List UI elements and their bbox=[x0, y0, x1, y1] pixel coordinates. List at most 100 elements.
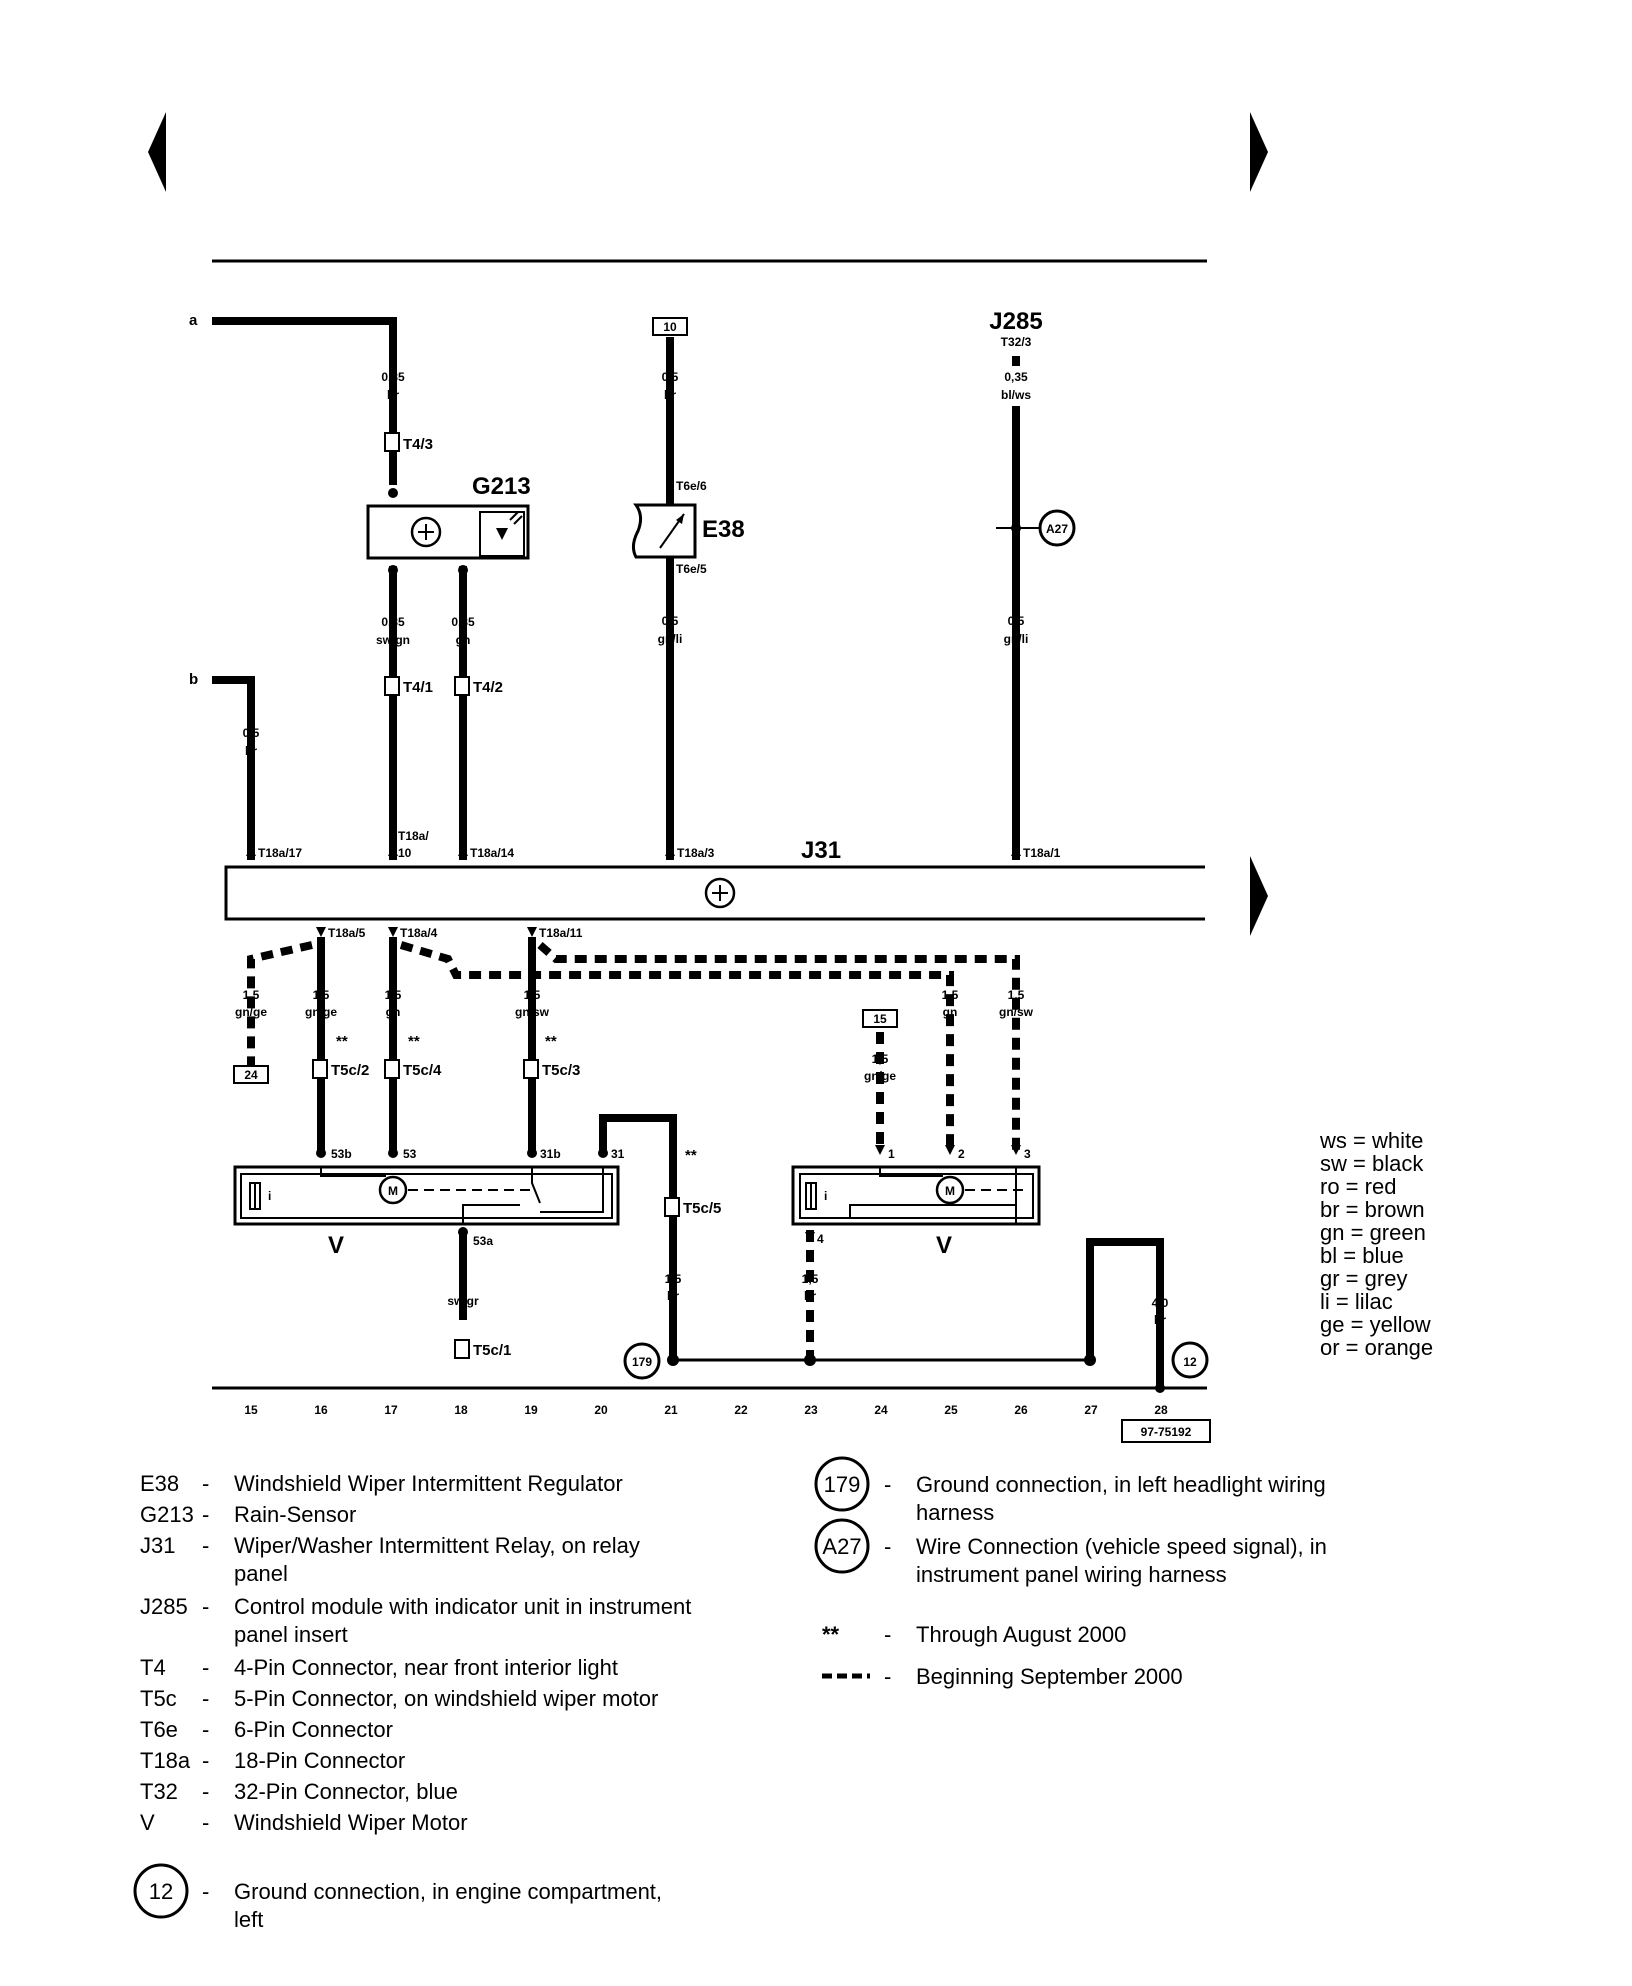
label-motor-left: V bbox=[328, 1232, 344, 1259]
motor-icon-right bbox=[935, 1175, 965, 1205]
svg-text:3: 3 bbox=[1024, 1147, 1031, 1161]
svg-text:1,5: 1,5 bbox=[802, 1272, 819, 1286]
svg-text:-: - bbox=[202, 1533, 209, 1558]
svg-text:15: 15 bbox=[873, 1012, 887, 1026]
svg-text:24: 24 bbox=[874, 1403, 888, 1417]
svg-text:instrument panel wiring harnes: instrument panel wiring harness bbox=[916, 1562, 1227, 1587]
svg-text:T18a/11: T18a/11 bbox=[539, 926, 583, 940]
component-legend-left: E38 - Windshield Wiper Intermittent Regu… bbox=[133, 1471, 691, 1932]
svg-text:sw = black: sw = black bbox=[1320, 1151, 1424, 1176]
svg-text:Through August 2000: Through August 2000 bbox=[916, 1622, 1126, 1647]
svg-text:br: br bbox=[804, 1289, 816, 1303]
prev-page-arrow[interactable] bbox=[148, 112, 166, 192]
svg-text:Wire Connection (vehicle speed: Wire Connection (vehicle speed signal), … bbox=[916, 1534, 1327, 1559]
wire-31-ground bbox=[599, 1114, 677, 1360]
svg-text:-: - bbox=[202, 1810, 209, 1835]
svg-text:-: - bbox=[202, 1717, 209, 1742]
svg-text:T18a/1: T18a/1 bbox=[1023, 846, 1061, 860]
svg-text:**: ** bbox=[685, 1147, 697, 1164]
svg-text:J285: J285 bbox=[140, 1594, 188, 1619]
svg-text:T5c/1: T5c/1 bbox=[473, 1342, 511, 1359]
svg-text:Ground connection, in left hea: Ground connection, in left headlight wir… bbox=[916, 1472, 1326, 1497]
svg-text:-: - bbox=[202, 1471, 209, 1496]
svg-text:25: 25 bbox=[944, 1403, 958, 1417]
label-J31: J31 bbox=[801, 837, 841, 864]
svg-text:24: 24 bbox=[244, 1068, 258, 1082]
svg-text:-: - bbox=[202, 1879, 209, 1904]
svg-text:T18a/: T18a/ bbox=[398, 829, 429, 843]
svg-text:0,35: 0,35 bbox=[451, 615, 475, 629]
svg-text:ge = yellow: ge = yellow bbox=[1320, 1312, 1431, 1337]
svg-text:32-Pin Connector, blue: 32-Pin Connector, blue bbox=[234, 1779, 458, 1804]
svg-text:31b: 31b bbox=[540, 1147, 561, 1161]
svg-text:179: 179 bbox=[632, 1355, 652, 1369]
label-motor-right: V bbox=[936, 1232, 952, 1259]
svg-text:br: br bbox=[667, 1289, 679, 1303]
svg-text:gn/ge: gn/ge bbox=[235, 1005, 267, 1019]
svg-text:T5c/5: T5c/5 bbox=[683, 1200, 721, 1217]
svg-text:28: 28 bbox=[1154, 1403, 1168, 1417]
svg-text:4-Pin Connector, near front in: 4-Pin Connector, near front interior lig… bbox=[234, 1655, 618, 1680]
svg-text:17: 17 bbox=[384, 1403, 398, 1417]
motor-icon bbox=[378, 1175, 408, 1205]
next-page-arrow-top[interactable] bbox=[1250, 112, 1268, 192]
svg-text:T4: T4 bbox=[140, 1655, 166, 1680]
svg-text:ws = white: ws = white bbox=[1319, 1128, 1423, 1153]
dashed-wire-gn-sw bbox=[537, 941, 1020, 1150]
svg-text:A27: A27 bbox=[822, 1534, 861, 1559]
wiper-motor-left bbox=[233, 1165, 620, 1226]
color-code-legend: ws = white sw = black ro = red br = brow… bbox=[1319, 1128, 1433, 1360]
svg-text:-: - bbox=[202, 1502, 209, 1527]
dashed-wire-gn-ge bbox=[247, 941, 313, 1066]
svg-text:gn: gn bbox=[943, 1005, 958, 1019]
svg-text:1,5: 1,5 bbox=[1008, 988, 1025, 1002]
svg-text:Ground connection, in engine c: Ground connection, in engine compartment… bbox=[234, 1879, 662, 1904]
electronic-symbol-icon bbox=[410, 516, 442, 548]
dashed-wire-gn bbox=[399, 941, 954, 1150]
svg-text:gn: gn bbox=[456, 633, 471, 647]
svg-text:10: 10 bbox=[398, 846, 412, 860]
diagram-id-box bbox=[1121, 1419, 1211, 1443]
svg-text:**: ** bbox=[336, 1033, 348, 1050]
svg-text:0,35: 0,35 bbox=[381, 615, 405, 629]
label-J285: J285 bbox=[989, 308, 1042, 335]
svg-text:harness: harness bbox=[916, 1500, 994, 1525]
svg-text:16: 16 bbox=[314, 1403, 328, 1417]
svg-text:**: ** bbox=[408, 1033, 420, 1050]
svg-text:0,35: 0,35 bbox=[1004, 370, 1028, 384]
svg-text:Rain-Sensor: Rain-Sensor bbox=[234, 1502, 356, 1527]
svg-text:4: 4 bbox=[817, 1232, 824, 1246]
svg-text:-: - bbox=[202, 1779, 209, 1804]
svg-text:27: 27 bbox=[1084, 1403, 1098, 1417]
svg-text:T6e: T6e bbox=[140, 1717, 178, 1742]
component-legend-right: 179 - Ground connection, in left headlig… bbox=[814, 1456, 1327, 1689]
svg-text:5-Pin Connector, on windshield: 5-Pin Connector, on windshield wiper mot… bbox=[234, 1686, 658, 1711]
svg-text:0,5: 0,5 bbox=[243, 726, 260, 740]
svg-text:15: 15 bbox=[244, 1403, 258, 1417]
terminal-15 bbox=[862, 1009, 898, 1028]
svg-text:-: - bbox=[884, 1534, 891, 1559]
svg-text:A27: A27 bbox=[1046, 522, 1068, 536]
svg-text:4,0: 4,0 bbox=[1152, 1296, 1169, 1310]
svg-text:E38: E38 bbox=[140, 1471, 179, 1496]
e38-wiper-regulator bbox=[631, 503, 697, 559]
svg-text:T18a/17: T18a/17 bbox=[258, 846, 302, 860]
svg-text:T6e/6: T6e/6 bbox=[676, 479, 707, 493]
label-b: b bbox=[189, 671, 198, 688]
svg-text:br: br bbox=[1154, 1313, 1166, 1327]
svg-text:M: M bbox=[945, 1184, 955, 1198]
next-page-arrow-relay[interactable] bbox=[1250, 856, 1268, 936]
svg-text:53b: 53b bbox=[331, 1147, 352, 1161]
svg-text:19: 19 bbox=[524, 1403, 538, 1417]
svg-text:panel insert: panel insert bbox=[234, 1622, 348, 1647]
connector-T5c-2 bbox=[312, 1059, 328, 1079]
svg-text:23: 23 bbox=[804, 1403, 818, 1417]
svg-text:gn/li: gn/li bbox=[1004, 632, 1029, 646]
terminal-24 bbox=[233, 1065, 269, 1084]
svg-text:0,5: 0,5 bbox=[662, 614, 679, 628]
svg-text:gn/ge: gn/ge bbox=[864, 1069, 896, 1083]
svg-text:T5c/4: T5c/4 bbox=[403, 1062, 442, 1079]
svg-text:J31: J31 bbox=[140, 1533, 175, 1558]
svg-text:M: M bbox=[388, 1184, 398, 1198]
